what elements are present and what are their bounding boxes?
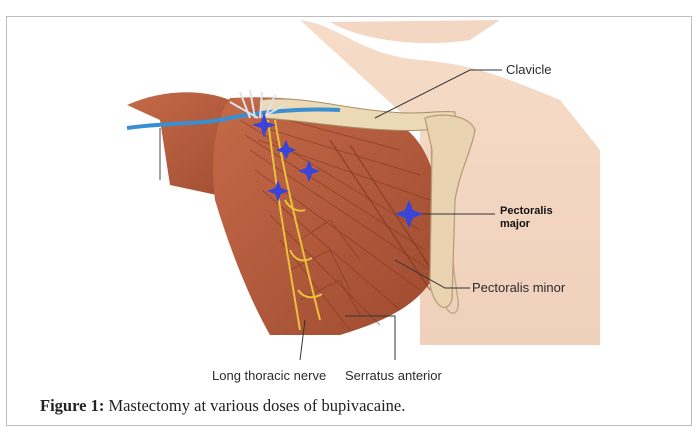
caption-text: Mastectomy at various doses of bupivacai…: [108, 396, 405, 415]
label-pectoralis-major-2: major: [500, 218, 531, 230]
figure-caption: Figure 1: Mastectomy at various doses of…: [40, 396, 405, 416]
neck-region: [330, 20, 500, 43]
label-serratus-anterior: Serratus anterior: [345, 368, 442, 383]
caption-prefix: Figure 1:: [40, 396, 104, 415]
label-long-thoracic-nerve: Long thoracic nerve: [212, 368, 326, 383]
label-pectoralis-minor: Pectoralis minor: [472, 280, 566, 295]
label-pectoralis-major-1: Pectoralis: [500, 205, 553, 217]
label-clavicle: Clavicle: [506, 62, 552, 77]
